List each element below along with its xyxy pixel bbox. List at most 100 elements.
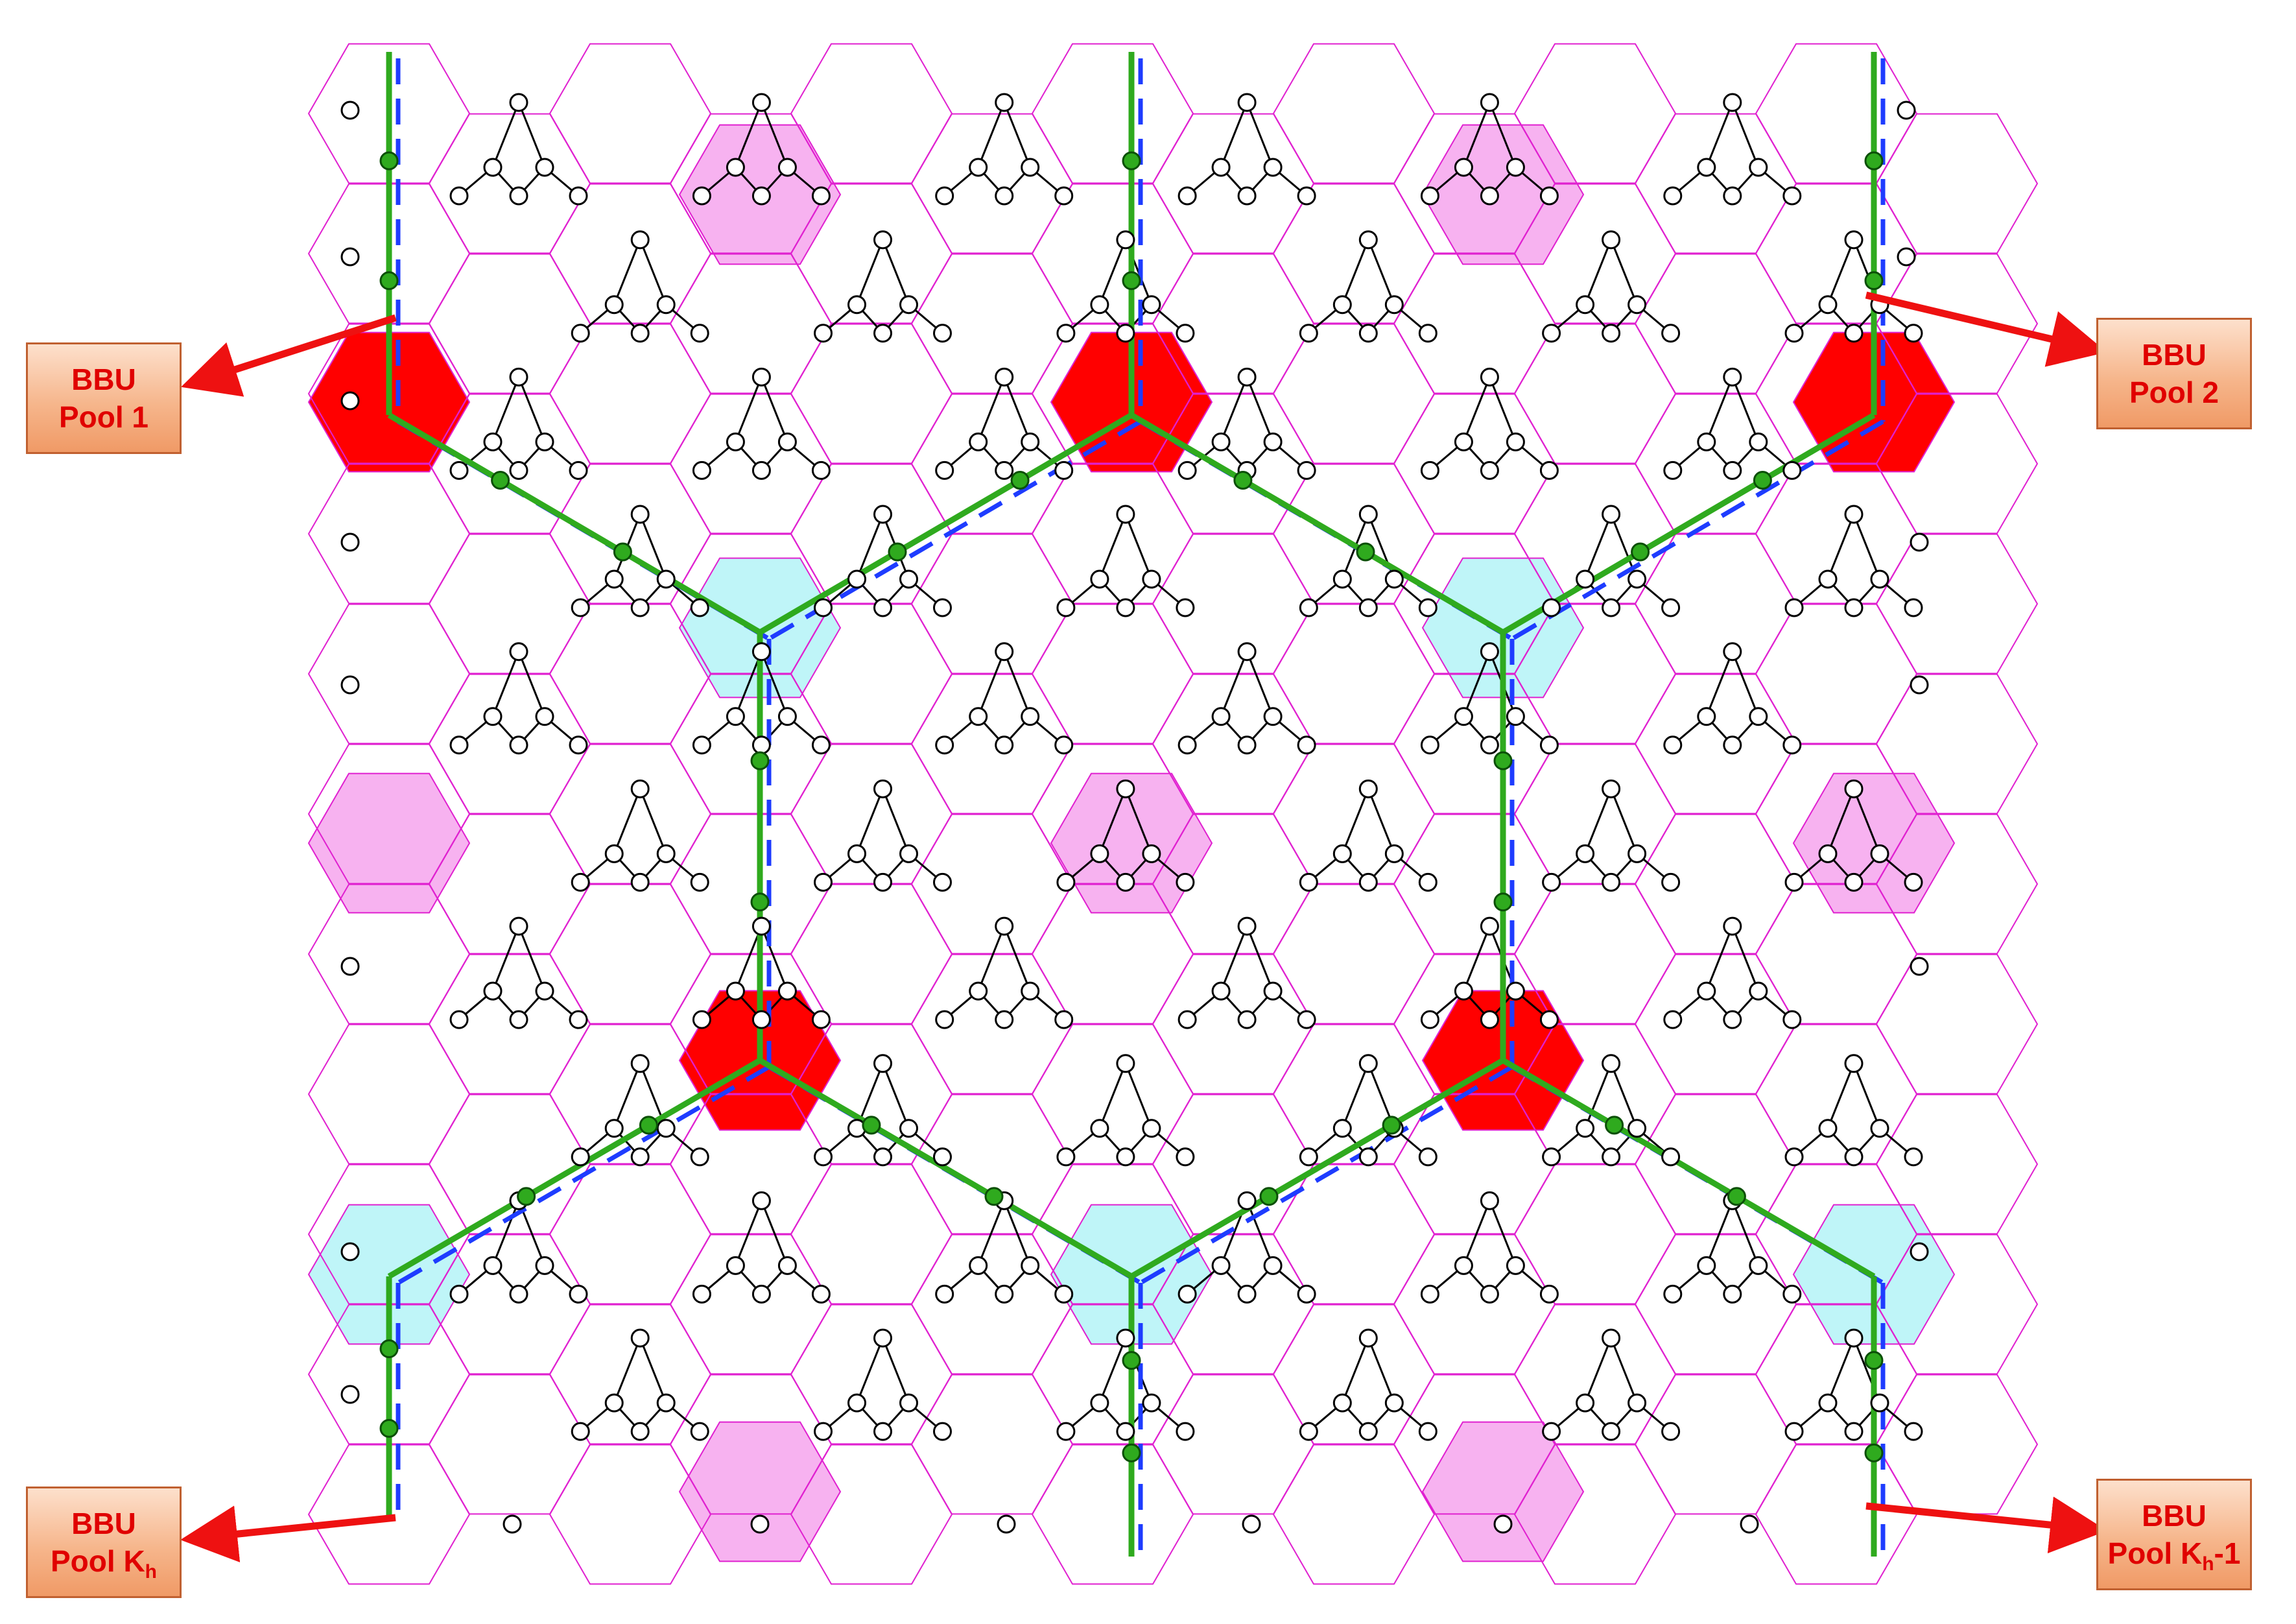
rrh-node — [1663, 1010, 1683, 1029]
fronthaul-node — [1631, 542, 1650, 562]
rrh-node — [604, 295, 624, 315]
rrh-node — [340, 391, 360, 411]
rrh-node — [1116, 779, 1135, 798]
rrh-node — [847, 569, 866, 589]
fronthaul-node — [517, 1187, 536, 1206]
mesh-edge — [1610, 788, 1639, 854]
rrh-node — [1697, 1256, 1716, 1275]
rrh-node — [630, 872, 650, 892]
rrh-node — [1904, 598, 1923, 617]
grid-cell — [1272, 323, 1436, 464]
rrh-node — [1506, 981, 1525, 1001]
rrh-node — [483, 981, 503, 1001]
grid-cell — [1031, 1444, 1194, 1585]
grid-cell — [669, 253, 833, 394]
rrh-node — [1542, 1422, 1561, 1441]
rrh-node — [1910, 532, 1929, 552]
rrh-node — [935, 186, 954, 206]
rrh-node — [1056, 598, 1076, 617]
mesh-edge — [1489, 102, 1517, 168]
rrh-node — [1627, 844, 1647, 863]
rrh-node — [1332, 569, 1352, 589]
rrh-node — [1539, 1010, 1559, 1029]
rrh-node — [1237, 1010, 1257, 1029]
fronthaul-node — [1122, 1351, 1141, 1370]
grid-cell — [428, 1374, 591, 1515]
grid-cell — [1272, 743, 1436, 885]
rrh-node — [814, 872, 833, 892]
rrh-node — [752, 735, 771, 755]
rrh-node — [1663, 460, 1683, 480]
mesh-edge — [613, 788, 641, 854]
rrh-node — [535, 1256, 554, 1275]
rrh-node — [1661, 324, 1681, 343]
fronthaul-node — [1864, 151, 1884, 171]
rrh-node — [1263, 981, 1283, 1001]
grid-cell — [790, 1164, 953, 1305]
rrh-node — [692, 735, 711, 755]
rrh-node — [969, 1256, 988, 1275]
rrh-node — [1844, 505, 1864, 524]
mesh-edge — [639, 788, 667, 854]
grid-cell — [549, 1304, 712, 1445]
mesh-edge — [977, 102, 1006, 168]
cluster-boundary-segment — [768, 419, 1142, 641]
mesh-edge — [639, 239, 667, 305]
grid-cell — [669, 1234, 833, 1375]
pool-kh-line1: BBU — [71, 1507, 136, 1540]
rrh-node — [1539, 186, 1559, 206]
mesh-edge — [882, 239, 910, 305]
rrh-node — [1542, 324, 1561, 343]
mesh-edge — [1246, 925, 1274, 992]
rrh-node — [1054, 735, 1074, 755]
fronthaul-node — [1122, 151, 1141, 171]
fronthaul-segment — [1501, 412, 1876, 635]
rrh-node — [509, 1010, 528, 1029]
rrh-node — [811, 1284, 831, 1304]
rrh-node — [1176, 324, 1195, 343]
rrh-node — [1818, 1119, 1838, 1138]
bbu-pool-kh-label: BBU Pool Kh — [26, 1487, 182, 1598]
rrh-node — [509, 1284, 528, 1304]
rrh-node — [1602, 1147, 1621, 1167]
rrh-node — [873, 505, 892, 524]
grid-cell — [1272, 1444, 1436, 1585]
rrh-node — [1480, 916, 1499, 936]
rrh-node — [1784, 1147, 1804, 1167]
mesh-edge — [1220, 376, 1248, 442]
mesh-edge — [1731, 1200, 1760, 1266]
rrh-node — [1844, 1422, 1864, 1441]
rrh-node — [1697, 432, 1716, 451]
fronthaul-node — [1122, 271, 1141, 291]
mesh-edge — [1705, 925, 1734, 992]
rrh-node — [1297, 735, 1316, 755]
rrh-node — [1116, 230, 1135, 250]
rrh-node — [873, 1328, 892, 1348]
rrh-node — [1418, 872, 1438, 892]
rrh-node — [630, 1422, 650, 1441]
mesh-edge — [639, 514, 667, 580]
rrh-node — [656, 844, 676, 863]
grid-cell — [428, 253, 591, 394]
rrh-node — [1782, 460, 1802, 480]
mesh-edge — [491, 1200, 520, 1266]
rrh-node — [1358, 598, 1378, 617]
rrh-node — [1506, 432, 1525, 451]
rrh-node — [1723, 367, 1742, 387]
rrh-node — [1263, 707, 1283, 726]
rrh-node — [1844, 1147, 1864, 1167]
rrh-node — [726, 707, 745, 726]
mesh-edge — [1827, 1063, 1855, 1129]
rrh-node — [571, 1147, 590, 1167]
rrh-node — [1480, 642, 1499, 662]
rrh-node — [1142, 295, 1161, 315]
pool-2-line1: BBU — [2142, 338, 2207, 372]
mesh-edge — [1584, 1337, 1613, 1403]
rrh-node — [1661, 1422, 1681, 1441]
rrh-node — [1627, 1119, 1647, 1138]
rrh-node — [1384, 844, 1404, 863]
rrh-node — [1299, 872, 1318, 892]
rrh-node — [483, 158, 503, 177]
grid-cell — [1875, 673, 2039, 815]
rrh-node — [1723, 735, 1742, 755]
